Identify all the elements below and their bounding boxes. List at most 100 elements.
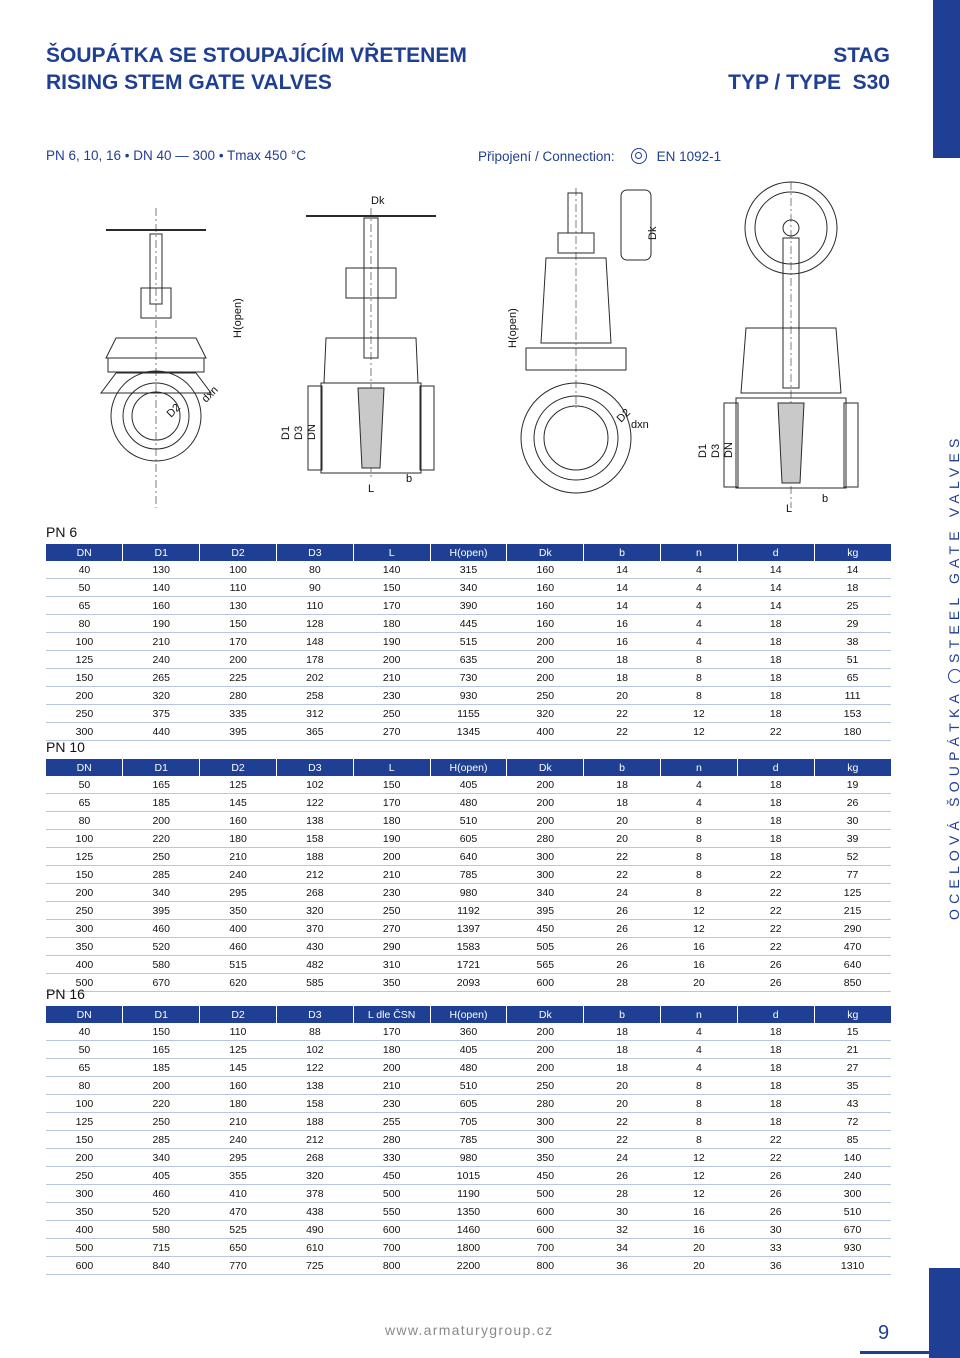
title-cz: ŠOUPÁTKA SE STOUPAJÍCÍM VŘETENEM [46, 44, 467, 67]
table-cell: 22 [583, 865, 661, 884]
table-cell: 24 [583, 883, 661, 902]
table-cell: 290 [353, 937, 431, 956]
table-cell: 280 [506, 829, 584, 848]
table-cell: 12 [660, 722, 738, 741]
table-cell: 18 [737, 776, 815, 794]
table-cell: 30 [583, 1202, 661, 1221]
table-cell: 200 [506, 1023, 584, 1041]
table-cell: 16 [660, 955, 738, 974]
column-header: Dk [506, 759, 584, 776]
connection-line: Připojení / Connection: EN 1092-1 [478, 148, 721, 164]
table-cell: 30 [737, 1220, 815, 1239]
table-cell: 250 [122, 1112, 200, 1131]
table-cell: 140 [353, 561, 431, 579]
table-cell: 18 [583, 793, 661, 812]
table-cell: 40 [46, 1023, 123, 1041]
table-cell: 210 [353, 865, 431, 884]
table-cell: 200 [353, 847, 431, 866]
table-cell: 395 [122, 901, 200, 920]
table-cell: 102 [276, 1040, 354, 1059]
table-cell: 150 [122, 1023, 200, 1041]
table-cell: 210 [353, 668, 431, 687]
table-cell: 18 [737, 1076, 815, 1095]
table-cell: 4 [660, 1040, 738, 1059]
table-cell: 250 [46, 901, 123, 920]
table-cell: 460 [122, 919, 200, 938]
table-cell: 450 [506, 1166, 584, 1185]
table-cell: 200 [506, 793, 584, 812]
table-cell: 18 [583, 650, 661, 669]
table-cell: 600 [506, 1202, 584, 1221]
specs-line: PN 6, 10, 16 • DN 40 — 300 • Tmax 450 °C [46, 148, 306, 163]
table-cell: 26 [737, 955, 815, 974]
table-cell: 16 [660, 937, 738, 956]
column-header: D3 [275, 544, 354, 561]
table-cell: 500 [506, 1184, 584, 1203]
table-cell: 138 [276, 1076, 354, 1095]
table-cell: 930 [814, 1238, 891, 1257]
table-cell: 315 [430, 561, 507, 579]
table-cell: 700 [506, 1238, 584, 1257]
table-cell: 125 [46, 650, 123, 669]
page-title: ŠOUPÁTKA SE STOUPAJÍCÍM VŘETENEM RISING … [46, 42, 467, 96]
table-cell: 438 [276, 1202, 354, 1221]
table-cell: 580 [122, 1220, 200, 1239]
table-cell: 125 [46, 1112, 123, 1131]
table-cell: 610 [276, 1238, 354, 1257]
label-dk-1: Dk [371, 195, 385, 207]
connection-standard: EN 1092-1 [656, 148, 722, 164]
table-cell: 230 [353, 883, 431, 902]
column-header: d [736, 759, 815, 776]
table-cell: 138 [276, 811, 354, 830]
table-cell: 200 [122, 1076, 200, 1095]
table-cell: 705 [430, 1112, 507, 1131]
table-cell: 125 [46, 847, 123, 866]
table-cell: 355 [199, 1166, 277, 1185]
column-header: b [583, 544, 661, 561]
table-cell: 22 [583, 704, 661, 723]
table-cell: 360 [430, 1023, 507, 1041]
pn10-label: PN 10 [46, 739, 85, 755]
table-cell: 410 [199, 1184, 277, 1203]
table-cell: 180 [199, 829, 277, 848]
table-cell: 180 [353, 614, 431, 633]
table-cell: 370 [276, 919, 354, 938]
table-cell: 125 [199, 1040, 277, 1059]
label-dk-2: Dk [647, 226, 659, 240]
table-cell: 14 [737, 561, 815, 579]
table-cell: 250 [506, 686, 584, 705]
table-cell: 110 [276, 596, 354, 615]
table-cell: 178 [276, 650, 354, 669]
sidebar-text-right: STEEL GATE VALVES [946, 433, 960, 663]
table-cell: 12 [660, 1166, 738, 1185]
table-cell: 500 [46, 1238, 123, 1257]
table-cell: 312 [276, 704, 354, 723]
table-cell: 200 [506, 632, 584, 651]
table-cell: 1721 [430, 955, 507, 974]
table-cell: 36 [737, 1256, 815, 1275]
footer-url[interactable]: www.armaturygroup.cz [385, 1322, 554, 1338]
column-header: D2 [199, 1006, 277, 1023]
table-cell: 320 [506, 704, 584, 723]
table-cell: 520 [122, 937, 200, 956]
table-cell: 19 [814, 776, 891, 794]
column-header: D2 [199, 759, 277, 776]
table-cell: 20 [583, 1076, 661, 1095]
table-cell: 200 [353, 650, 431, 669]
table-cell: 50 [46, 776, 123, 794]
table-cell: 250 [122, 847, 200, 866]
table-cell: 18 [737, 1058, 815, 1077]
column-header: L [352, 544, 431, 561]
table-cell: 12 [660, 1148, 738, 1167]
column-header: H(open) [429, 544, 507, 561]
column-header: H(open) [429, 1006, 507, 1023]
table-cell: 605 [430, 1094, 507, 1113]
table-cell: 405 [122, 1166, 200, 1185]
